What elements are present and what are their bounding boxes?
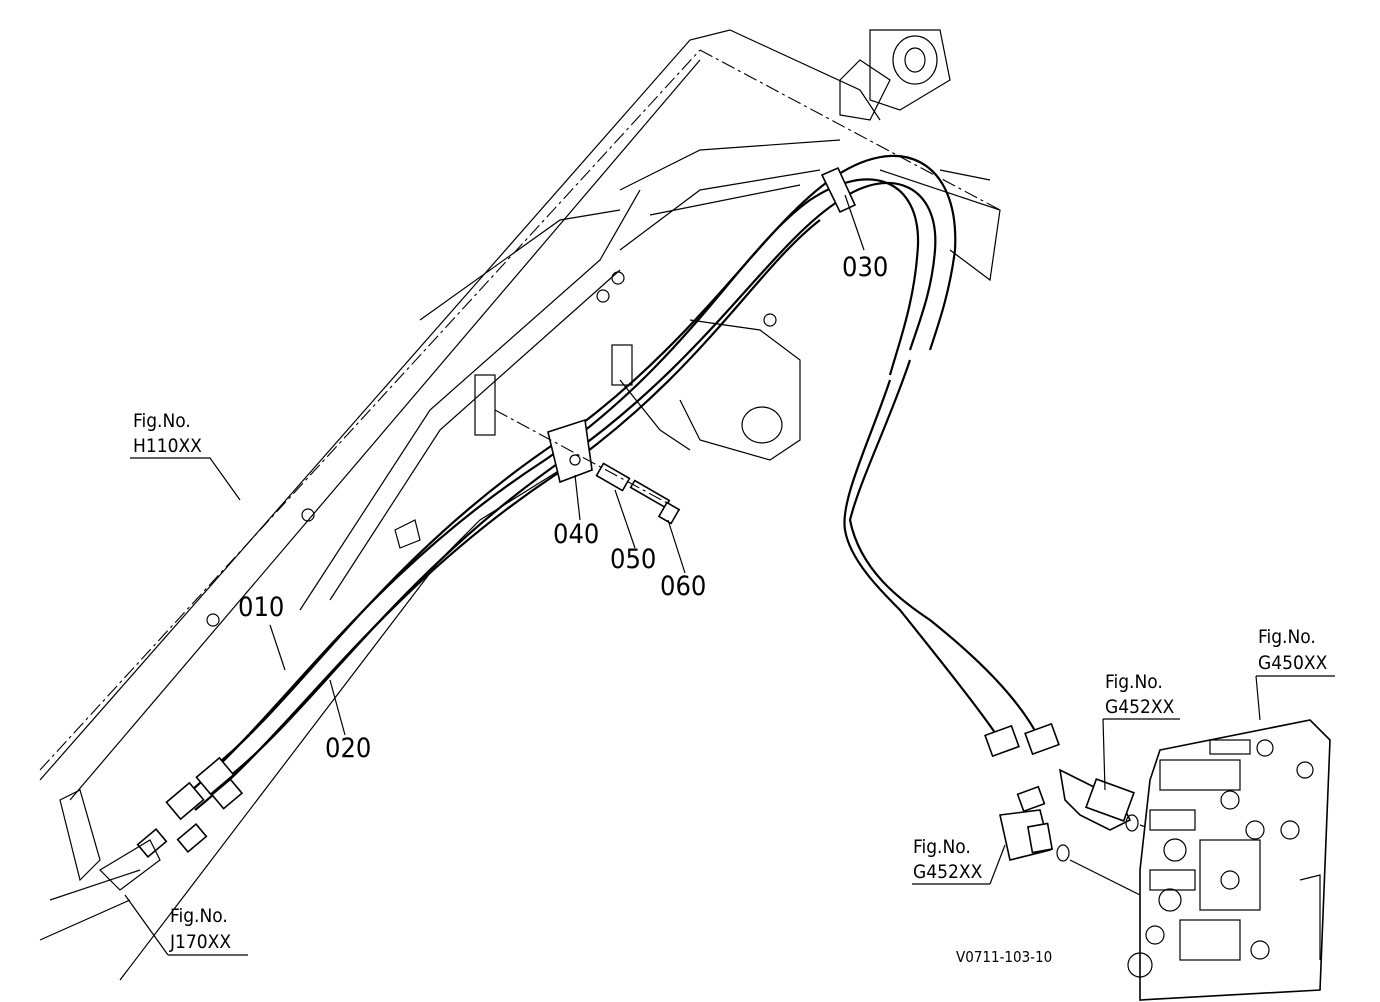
- drawing-code: V0711-103-10: [956, 948, 1052, 966]
- fig-ref-g452xx-upper: Fig.No. G452XX: [1105, 671, 1175, 718]
- fig-ref-label: Fig.No.: [1105, 671, 1163, 693]
- hose-end-fittings: [99, 756, 244, 891]
- boom-structure: [39, 29, 1001, 981]
- control-valve: [1127, 719, 1331, 1001]
- fig-ref-g450xx: Fig.No. G450XX: [1258, 626, 1328, 674]
- fig-ref-label: Fig.No.: [133, 410, 191, 432]
- fig-ref-j170xx: Fig.No. J170XX: [169, 905, 231, 953]
- hose-020: [179, 178, 920, 811]
- fig-ref-code: J170XX: [169, 931, 231, 953]
- fig-ref-code: G450XX: [1258, 652, 1328, 674]
- fig-ref-label: Fig.No.: [1258, 626, 1316, 648]
- part-label-010: 010: [238, 592, 284, 623]
- fig-ref-code: G452XX: [913, 861, 983, 883]
- leader-lines: [124, 194, 1335, 956]
- part-label-030: 030: [842, 252, 888, 283]
- collar-050: [595, 462, 631, 492]
- fig-ref-code: G452XX: [1105, 696, 1175, 718]
- part-label-040: 040: [553, 519, 599, 550]
- hose-lower-run: [843, 359, 1060, 813]
- part-label-020: 020: [325, 733, 371, 764]
- fig-ref-h110xx: Fig.No. H110XX: [133, 410, 202, 457]
- fig-ref-code: H110XX: [133, 435, 202, 457]
- fig-ref-label: Fig.No.: [170, 905, 228, 927]
- fig-ref-g452xx-lower: Fig.No. G452XX: [913, 836, 983, 883]
- fig-ref-label: Fig.No.: [913, 836, 971, 858]
- elbow-adapter-lower: [999, 809, 1070, 862]
- part-label-050: 050: [610, 544, 656, 575]
- elbow-adapter-upper: [1058, 768, 1139, 832]
- part-label-060: 060: [660, 571, 706, 602]
